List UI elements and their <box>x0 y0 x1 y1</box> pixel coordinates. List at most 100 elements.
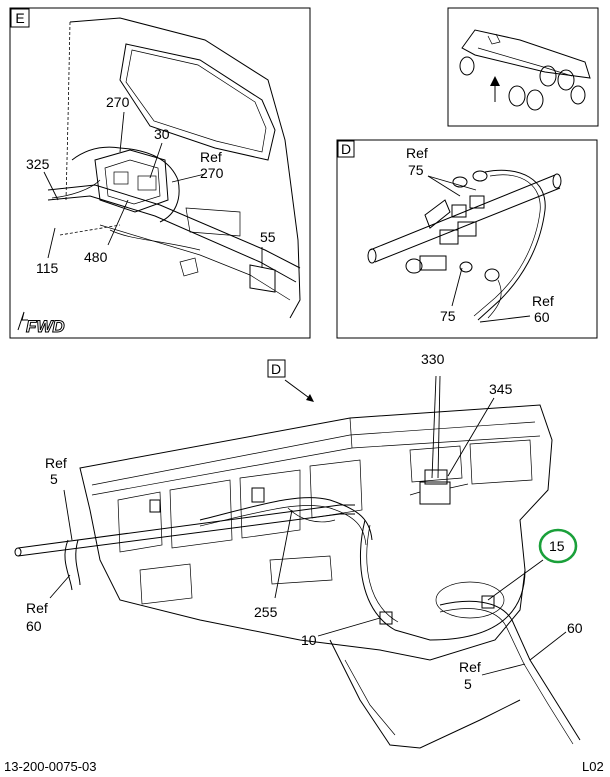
callout-15: 15 <box>549 538 565 554</box>
detail-panel-e: E FWD 270 30 <box>9 7 311 339</box>
dash-corner <box>349 417 353 449</box>
main-air-tube-top <box>17 504 355 549</box>
callout-ref5b-number: 5 <box>464 676 472 692</box>
cab-wall-edge-dashed <box>65 21 71 201</box>
wheel-icon-4 <box>557 69 575 91</box>
leader-ref60 <box>479 315 531 323</box>
relay-block <box>137 175 157 191</box>
harness-lower <box>109 229 201 251</box>
main-air-tube-end <box>14 547 22 557</box>
callout-ref60-ref: Ref <box>532 293 554 309</box>
panel-d-label-box <box>337 140 355 158</box>
vent-opening-3 <box>239 469 301 539</box>
main-air-tube-bottom <box>17 513 355 557</box>
heater-housing-inner <box>366 524 399 623</box>
cab-wall-outline <box>69 17 301 319</box>
fitting-cap-1 <box>452 176 468 188</box>
leader-10 <box>317 617 381 637</box>
view-arrow-icon <box>306 394 314 402</box>
panel-e-letter: E <box>15 10 24 26</box>
truck-frame-outline <box>461 29 591 79</box>
clip-harness-2 <box>149 499 161 513</box>
hose-line-1 <box>477 169 546 321</box>
fitting-5 <box>419 255 447 271</box>
callout-270: 270 <box>106 94 130 110</box>
vent-opening-2 <box>169 479 233 549</box>
rear-window <box>119 43 276 161</box>
main-view: D <box>14 351 583 749</box>
floor-line <box>99 224 291 301</box>
leader-30 <box>149 142 163 179</box>
panel-d-letter: D <box>341 141 351 157</box>
cab-sill-lower <box>47 195 297 283</box>
fitting-3 <box>451 204 467 218</box>
front-wheel-icon <box>459 56 475 76</box>
fitting-cap-5 <box>484 268 500 282</box>
wheel-icon-2 <box>526 89 544 111</box>
leader-480 <box>107 199 129 246</box>
leader-270 <box>119 111 125 153</box>
panel-e-frame <box>9 7 311 339</box>
heater-housing <box>360 519 526 641</box>
bracket-55 <box>249 264 276 293</box>
leader-255 <box>274 509 293 599</box>
callout-115: 115 <box>36 260 59 276</box>
fitting-cap-4 <box>459 261 473 273</box>
rear-window-inner <box>125 49 267 153</box>
footer-code: L02 <box>582 759 604 774</box>
harness-main <box>199 497 373 541</box>
access-panel <box>185 207 241 237</box>
fitting-cap-3 <box>405 258 423 274</box>
callout-30: 30 <box>154 126 170 142</box>
leader-ref270 <box>171 173 206 183</box>
lower-column-inner <box>344 659 396 736</box>
wheel-icon-1 <box>508 85 526 107</box>
leader-345 <box>447 397 495 477</box>
hose-line-3 <box>487 279 502 319</box>
truck-rail <box>477 47 573 77</box>
callout-480: 480 <box>84 249 108 265</box>
cab-sill <box>47 184 301 269</box>
callout-330: 330 <box>421 351 445 367</box>
fitting-2 <box>457 221 477 237</box>
leader-330-b <box>437 375 441 479</box>
forward-indicator: FWD <box>17 311 65 337</box>
wheel-icon-3 <box>539 65 557 87</box>
detail-panel-d: D Ref 75 75 Ref 60 <box>336 139 598 339</box>
vent-opening-5 <box>409 445 463 483</box>
forward-arrow-icon <box>17 311 28 331</box>
clip-15 <box>481 595 495 609</box>
leader-330-a <box>431 375 437 479</box>
leader-ref5b <box>481 663 526 676</box>
panel-e-label-box <box>10 8 30 28</box>
truck-locator-panel <box>447 7 599 127</box>
callout-ref60-ref: Ref <box>26 600 48 616</box>
leader-15 <box>487 559 544 601</box>
leader-325 <box>43 171 59 201</box>
air-tube-end-right <box>552 173 562 189</box>
leader-ref75-b <box>427 175 477 191</box>
callout-55: 55 <box>260 229 276 245</box>
view-arrow-shaft <box>284 379 313 401</box>
truck-cab-marker <box>487 33 501 45</box>
panel-d-frame <box>336 139 598 339</box>
harness-main-2 <box>199 505 367 546</box>
air-tube-end <box>367 248 377 264</box>
vent-opening-6 <box>469 439 533 485</box>
connector-block <box>113 171 129 185</box>
callout-ref60-number: 60 <box>534 309 550 325</box>
callout-345: 345 <box>489 381 513 397</box>
callout-10: 10 <box>301 632 317 648</box>
connector-assembly <box>419 481 451 505</box>
main-view-d-label-box <box>267 359 286 378</box>
highlight-circle-15 <box>538 528 578 564</box>
callout-325: 325 <box>26 156 50 172</box>
callout-ref75-ref: Ref <box>406 145 428 161</box>
callout-ref270-ref: Ref <box>200 149 222 165</box>
callout-ref5-number: 5 <box>50 471 58 487</box>
electrical-box <box>94 149 169 213</box>
connector-upper <box>424 469 448 485</box>
callout-ref5-ref: Ref <box>45 455 67 471</box>
dash-panel-outline <box>79 404 553 661</box>
leader-60 <box>529 631 567 661</box>
